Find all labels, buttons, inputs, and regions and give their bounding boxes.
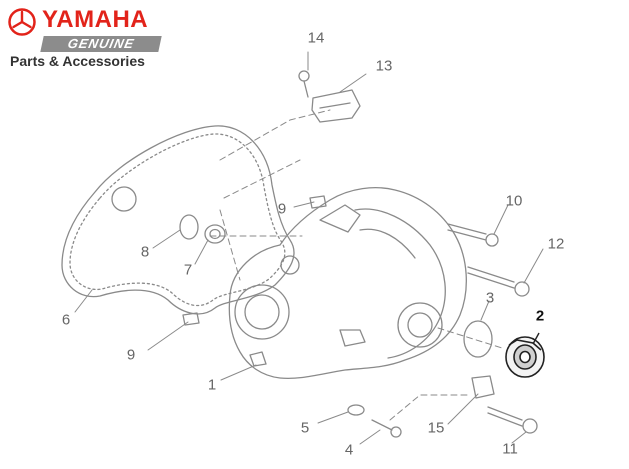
cover-boss-left bbox=[234, 284, 290, 340]
crankcase-cover bbox=[228, 187, 467, 380]
callout-2: 2 bbox=[535, 307, 545, 325]
gasket-outline bbox=[61, 125, 295, 315]
bolt-14-head bbox=[298, 70, 310, 82]
brand-name: YAMAHA bbox=[42, 6, 149, 33]
cover-oil-seal bbox=[397, 302, 443, 348]
brand-tagline: Parts & Accessories bbox=[10, 53, 145, 69]
gasket-inner bbox=[69, 133, 286, 307]
callout-1: 1 bbox=[207, 376, 217, 394]
o-ring-3 bbox=[463, 320, 493, 358]
callout-4: 4 bbox=[344, 441, 354, 459]
bolt-12-shaft bbox=[467, 266, 515, 283]
screw-4 bbox=[371, 419, 393, 431]
bolt-11-shaft bbox=[487, 406, 523, 421]
highlighted-part-2 bbox=[505, 332, 545, 378]
callout-13: 13 bbox=[375, 57, 393, 75]
dowel-pin-upper bbox=[309, 195, 327, 209]
callout-6: 6 bbox=[61, 311, 71, 329]
clip-15 bbox=[471, 375, 495, 399]
bolt-10-shaft bbox=[447, 223, 487, 235]
ring-7 bbox=[204, 224, 226, 244]
bracket bbox=[311, 89, 361, 123]
callout-8: 8 bbox=[140, 243, 150, 261]
yamaha-tuning-fork-icon bbox=[8, 8, 36, 36]
bolt-11-head bbox=[522, 418, 538, 434]
ring-8 bbox=[179, 214, 199, 240]
cover-top-boss bbox=[280, 255, 300, 275]
callout-9-lower: 9 bbox=[126, 346, 136, 364]
bolt-12-head bbox=[514, 281, 530, 297]
callout-14: 14 bbox=[307, 29, 325, 47]
callout-5: 5 bbox=[300, 419, 310, 437]
callout-12: 12 bbox=[547, 235, 565, 253]
callout-3: 3 bbox=[485, 289, 495, 307]
dowel-pin-lower bbox=[182, 312, 200, 326]
yamaha-genuine-logo: YAMAHA GENUINE Parts & Accessories bbox=[8, 6, 168, 70]
bolt-10-head bbox=[485, 233, 499, 247]
callout-10: 10 bbox=[505, 192, 523, 210]
callout-9-upper: 9 bbox=[277, 200, 287, 218]
washer-5 bbox=[347, 404, 365, 416]
callout-11: 11 bbox=[502, 440, 518, 458]
callout-15: 15 bbox=[427, 419, 445, 437]
callout-7: 7 bbox=[183, 261, 193, 279]
gasket-dowel-hole bbox=[111, 186, 137, 212]
